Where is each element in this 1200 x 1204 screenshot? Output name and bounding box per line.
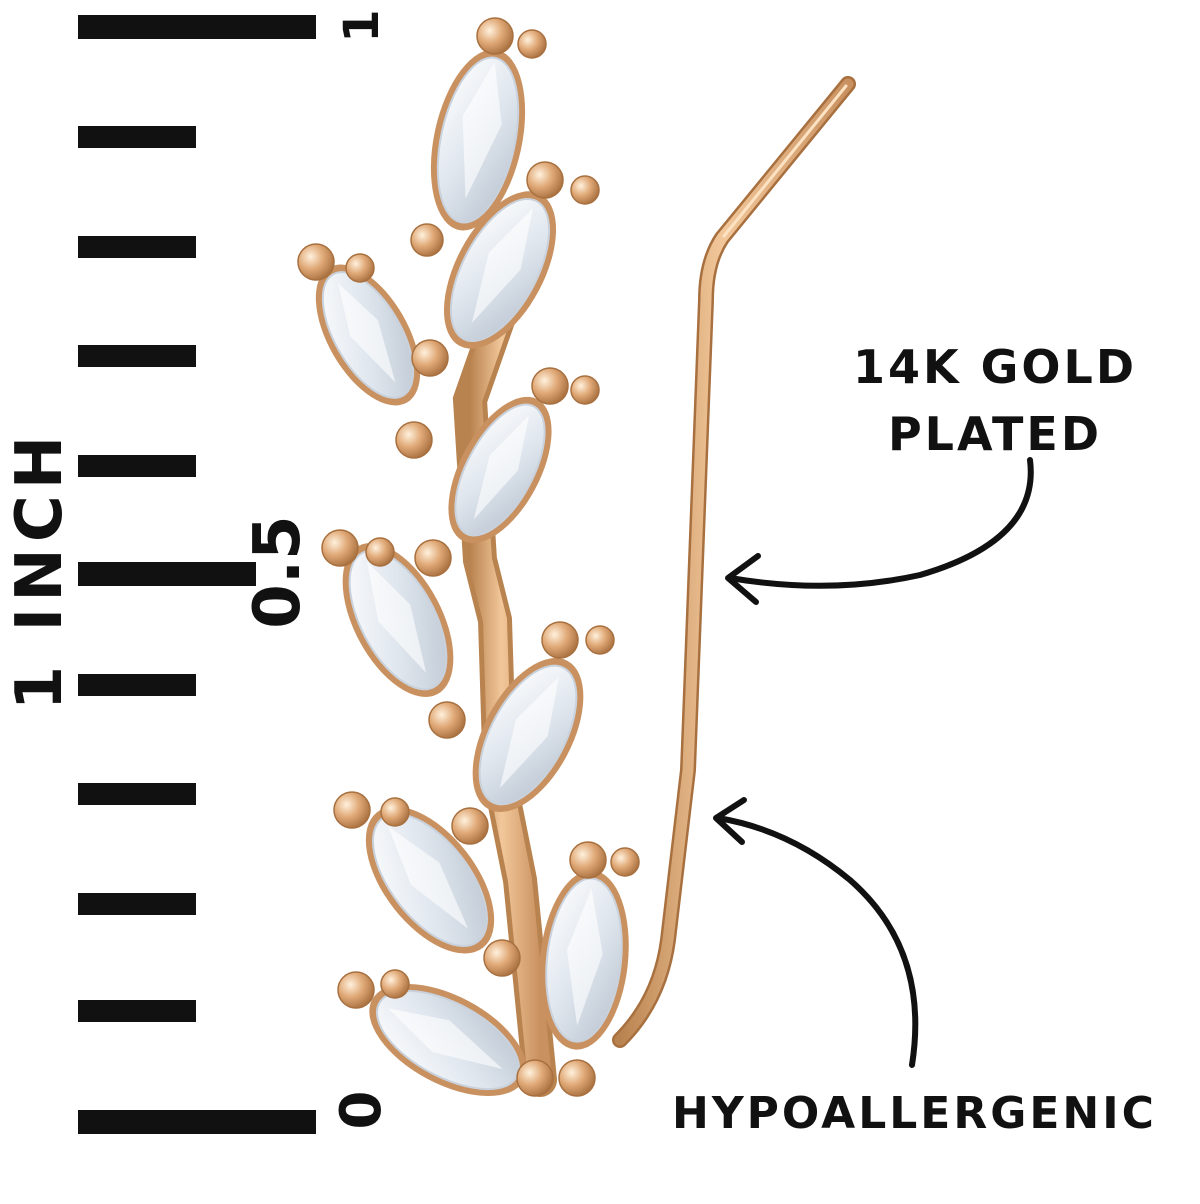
ruler-tick <box>78 783 196 805</box>
crystal-leaf <box>315 264 421 406</box>
ruler-tick <box>78 455 196 477</box>
crystal-leaf <box>539 870 629 1050</box>
prongs <box>297 17 640 1097</box>
ruler-tick-label-top: 1 <box>334 9 390 43</box>
earring-stem <box>452 283 557 1097</box>
ruler-tick <box>78 236 196 258</box>
crystal-leaf <box>443 191 557 349</box>
ruler-tick-label-bottom: 0 <box>329 1090 394 1130</box>
crystal-leaf <box>342 543 454 697</box>
callout-hypoallergenic: HYPOALLERGENIC <box>672 1088 1157 1139</box>
crystal-leaf <box>365 806 495 954</box>
ruler-tick-label-middle: 0.5 <box>241 515 315 629</box>
ruler-tick <box>78 126 196 148</box>
arrow-gold-plated-head <box>725 553 761 605</box>
arrow-gold-plated <box>727 457 1034 589</box>
arrow-hypoallergenic <box>715 815 919 1068</box>
callout-arrows <box>713 457 1034 1068</box>
crystal-leaf <box>430 49 526 231</box>
ruler-unit-label: 1 INCH <box>3 429 77 711</box>
ruler-tick <box>78 674 196 696</box>
earring-wire <box>612 76 856 1048</box>
arrow-hypoallergenic-head <box>713 797 747 845</box>
ruler-tick-major <box>78 1110 316 1134</box>
crystal-leaves <box>315 49 629 1097</box>
callout-gold-plated: 14K GOLD PLATED <box>845 334 1145 467</box>
ruler-tick-major <box>78 15 316 39</box>
ruler-tick <box>78 893 196 915</box>
crystal-leaf <box>448 396 552 544</box>
ruler-tick <box>78 1000 196 1022</box>
crystal-leaf <box>472 658 584 812</box>
callout-gold-line2: PLATED <box>887 406 1103 461</box>
callout-gold-line1: 14K GOLD <box>852 340 1138 394</box>
ruler <box>78 15 316 1134</box>
ruler-tick <box>78 345 196 367</box>
ruler-tick-major <box>78 562 256 586</box>
crystal-leaf <box>369 983 527 1097</box>
